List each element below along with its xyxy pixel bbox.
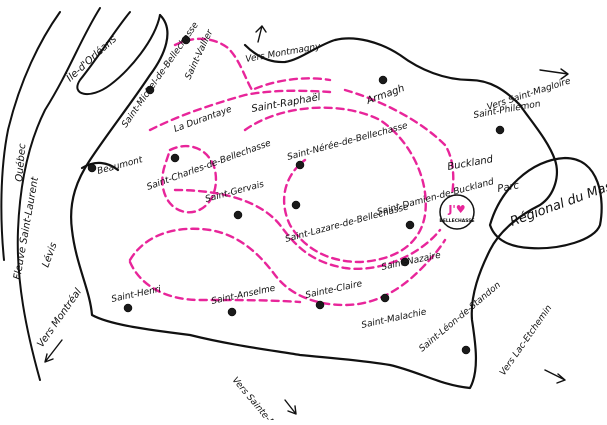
- label-parc: Parc: [497, 180, 521, 195]
- logo-text: J'♥: [447, 203, 465, 216]
- town-dot-saint-michel: [145, 85, 155, 95]
- town-dot-saint-malachie: [380, 293, 390, 303]
- route-loop-north: [173, 37, 332, 92]
- label-sainte-claire: Sainte-Claire: [305, 279, 364, 301]
- park-boundary: [488, 156, 603, 250]
- river-bank-left: [0, 11, 61, 261]
- label-levis: Lévis: [40, 241, 60, 269]
- label-saint-leon: Saint-Léon-de-Standon: [417, 279, 503, 354]
- label-beaumont: Beaumont: [96, 155, 144, 177]
- label-saint-raphael: Saint-Raphaël: [251, 92, 322, 115]
- arrow-lac-etchemin: [544, 369, 566, 384]
- arrow-sainte-marie: [284, 399, 297, 415]
- arrow-montreal: [44, 339, 63, 363]
- river-bank-middle: [16, 7, 101, 381]
- label-buckland: Buckland: [447, 154, 495, 173]
- route-saint-raphael: [148, 89, 332, 132]
- coast-detail: [80, 161, 120, 172]
- town-dot-sainte-claire: [315, 300, 325, 310]
- bellechasse-logo: J'♥ BELLECHASSE: [439, 194, 475, 230]
- label-la-durantaye: La Durantaye: [173, 104, 234, 134]
- town-dot-saint-philemon: [495, 125, 505, 135]
- label-saint-henri: Saint-Henri: [111, 285, 163, 305]
- town-dot-saint-lazare: [291, 200, 301, 210]
- label-saint-gervais: Saint-Gervais: [204, 180, 265, 205]
- label-saint-neree: Saint-Nérée-de-Bellechasse: [286, 120, 409, 163]
- town-dot-saint-gervais: [233, 210, 243, 220]
- arrow-montmagny: [255, 25, 267, 43]
- logo-subtext: BELLECHASSE: [439, 218, 474, 224]
- label-vers-sainte-marie: Vers Sainte-Marie: [230, 376, 289, 420]
- town-dot-saint-anselme: [227, 307, 237, 317]
- route-east: [343, 88, 455, 207]
- label-ile-d-orleans: Île-d'Orléans: [63, 32, 119, 84]
- label-fleuve: Fleuve Saint-Laurent: [12, 175, 41, 280]
- town-dot-saint-charles: [170, 153, 180, 163]
- label-saint-malachie: Saint-Malachie: [361, 307, 428, 331]
- route-inner-loop: [161, 144, 218, 214]
- label-saint-anselme: Saint-Anselme: [211, 284, 277, 307]
- region-outline: [70, 13, 558, 390]
- town-dot-beaumont: [87, 163, 97, 173]
- logo-circle: [439, 194, 475, 230]
- town-dot-saint-henri: [123, 303, 133, 313]
- route-south: [128, 227, 447, 307]
- label-armagh: Armagh: [364, 83, 406, 107]
- town-dot-saint-nazaire: [400, 257, 410, 267]
- town-dot-saint-damien: [405, 220, 415, 230]
- town-dot-saint-vallier: [181, 35, 191, 45]
- town-dot-saint-neree: [295, 160, 305, 170]
- route-southwest: [128, 260, 302, 304]
- label-vers-lac-etchemin: Vers Lac-Etchemin: [498, 303, 554, 377]
- route-south-loop: [173, 188, 442, 271]
- town-dot-armagh: [378, 75, 388, 85]
- label-saint-damien: Saint-Damien-de-Buckland: [376, 177, 495, 218]
- island-shore: [76, 11, 161, 95]
- arrow-saint-magloire: [539, 68, 569, 80]
- label-quebec: Québec: [13, 143, 28, 183]
- label-vers-montreal: Vers Montréal: [35, 286, 85, 350]
- route-big-loop: [243, 106, 427, 264]
- town-dot-saint-leon: [461, 345, 471, 355]
